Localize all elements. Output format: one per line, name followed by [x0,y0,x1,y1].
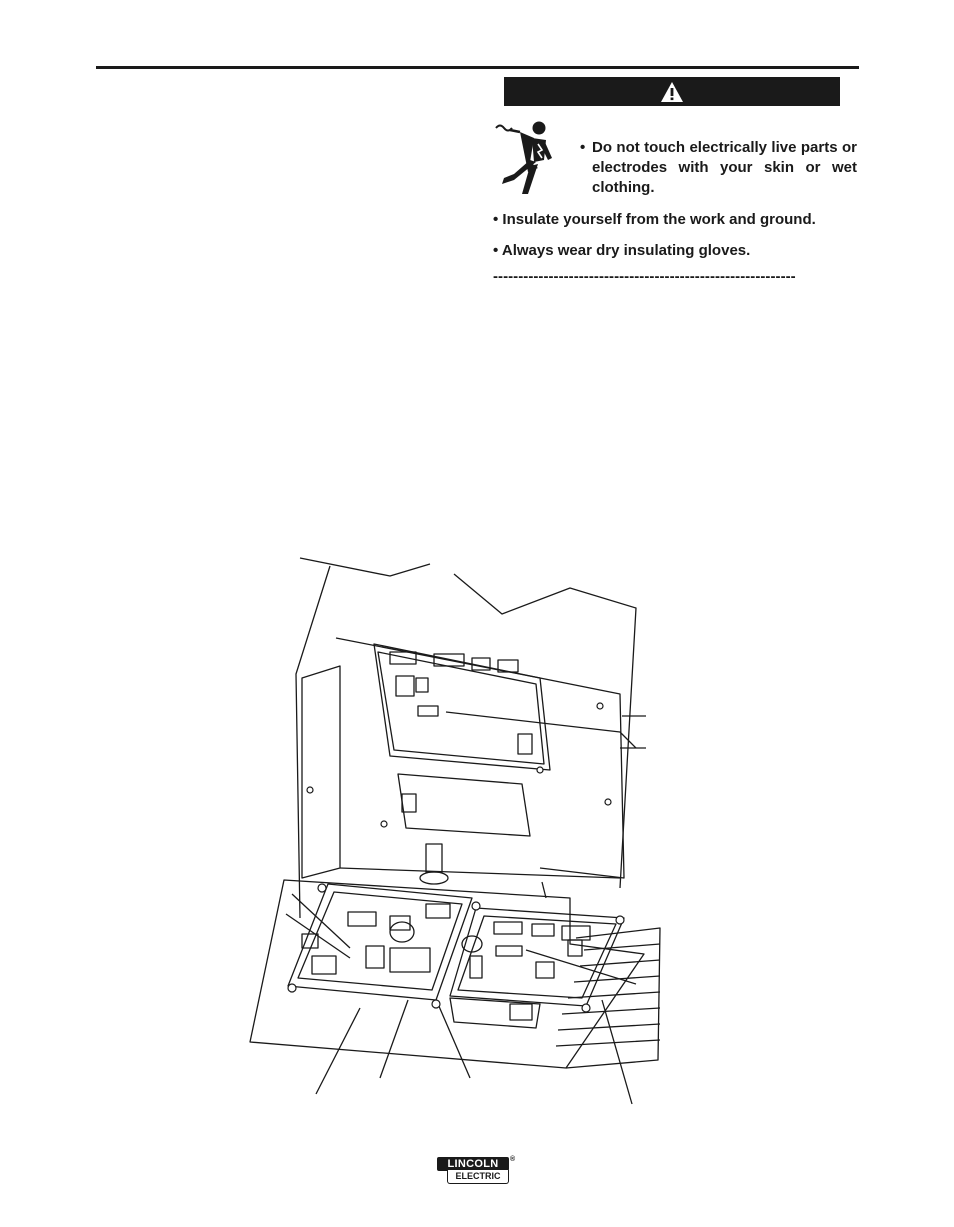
control-box-pc-board-illustration [249,557,661,1105]
warning-separator: ----------------------------------------… [493,268,796,285]
header-rule [96,66,859,69]
bullet: • [493,242,502,259]
warning-item-3: • Always wear dry insulating gloves. [493,241,750,261]
lincoln-electric-logo: LINCOLN ® ELECTRIC [437,1156,517,1187]
warning-item-1: • Do not touch electrically live parts o… [580,138,857,198]
warning-banner [504,77,840,106]
warning-triangle-icon [661,81,683,102]
logo-top-text: LINCOLN [437,1157,509,1171]
warning-text: Always wear dry insulating gloves. [501,242,751,259]
logo-registered-mark: ® [510,1156,516,1163]
warning-text: Insulate yourself from the work and grou… [502,211,816,228]
warning-item-2: • Insulate yourself from the work and gr… [493,210,816,230]
warning-text: Do not touch electrically live parts or … [592,139,857,196]
bullet: • [493,211,503,228]
electric-shock-hazard-icon [495,121,552,194]
logo-bottom-text: ELECTRIC [447,1170,509,1184]
bullet: • [580,139,586,156]
